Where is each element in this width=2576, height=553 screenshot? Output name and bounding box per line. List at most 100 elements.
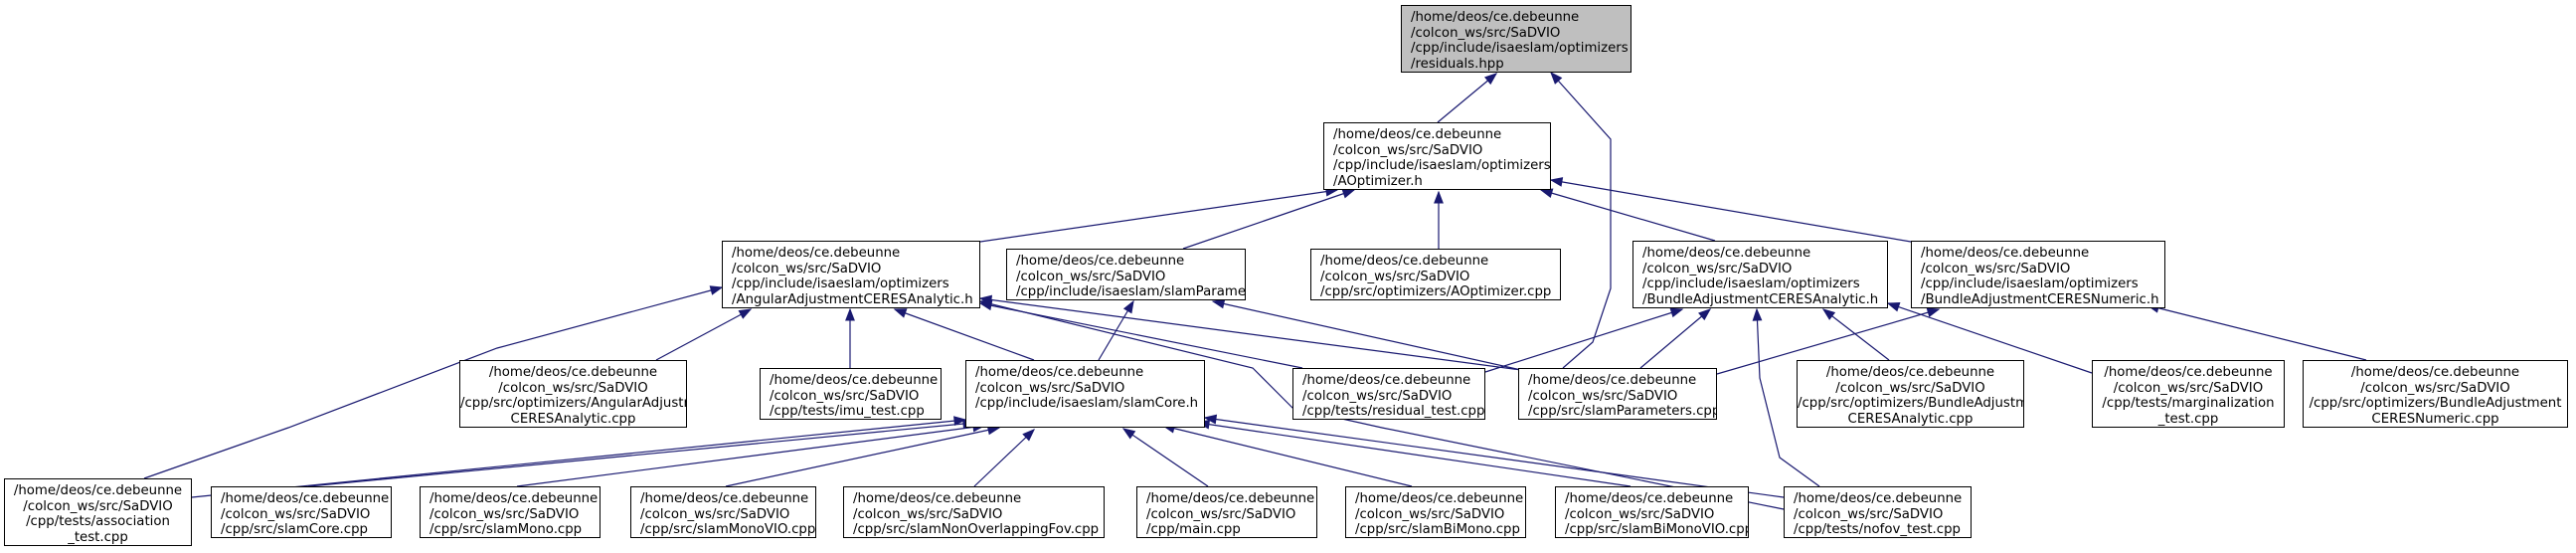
edge-ba_numeric_h-to-aoptimizer_h <box>1549 177 1912 243</box>
node-imu_test[interactable]: /home/deos/ce.debeunne/colcon_ws/src/SaD… <box>760 368 942 420</box>
node-label-line: /colcon_ws/src/SaDVIO <box>1528 388 1678 404</box>
node-label-line: /colcon_ws/src/SaDVIO <box>2360 380 2510 396</box>
node-label-line: /AOptimizer.h <box>1333 173 1423 189</box>
node-label-line: CERESNumeric.cpp <box>2371 411 2499 427</box>
arrowhead-icon <box>1752 307 1763 321</box>
node-label-line: /cpp/tests/imu_test.cpp <box>770 404 925 419</box>
arrowhead-icon <box>1698 308 1712 321</box>
edge-nofov_test-to-ba_analytic_h <box>1752 307 1820 487</box>
node-label-line: _test.cpp <box>2157 411 2219 427</box>
node-slamcore_cpp[interactable]: /home/deos/ce.debeunne/colcon_ws/src/SaD… <box>211 486 392 538</box>
edge-slamparams_cpp-to-ba_numeric_h <box>1716 307 1941 375</box>
node-label-line: /home/deos/ce.debeunne <box>1794 491 1963 506</box>
arrowhead-icon <box>1549 177 1564 187</box>
arrowhead-icon <box>1926 307 1941 317</box>
node-label-line: /colcon_ws/src/SaDVIO <box>1642 261 1793 276</box>
node-label-line: /cpp/src/optimizers/AngularAdjustment <box>460 396 686 411</box>
edge-aoptimizer_h-to-residuals <box>1437 73 1498 123</box>
edge-ba_analytic_cpp-to-ba_analytic_h <box>1821 308 1890 361</box>
edge-slamcore_h-to-slamparams_h <box>1098 299 1134 361</box>
node-label-line: /colcon_ws/src/SaDVIO <box>1411 25 1561 41</box>
node-residuals: /home/deos/ce.debeunne/colcon_ws/src/SaD… <box>1401 5 1631 73</box>
node-nofov_test[interactable]: /home/deos/ce.debeunne/colcon_ws/src/SaD… <box>1784 486 1972 538</box>
node-label-line: /home/deos/ce.debeunne <box>1355 491 1524 506</box>
node-label-line: /cpp/include/isaeslam/optimizers <box>732 276 949 291</box>
node-label-line: /colcon_ws/src/SaDVIO <box>1333 142 1483 158</box>
node-label-line: /home/deos/ce.debeunne <box>1825 365 1995 380</box>
node-ba_analytic_h[interactable]: /home/deos/ce.debeunne/colcon_ws/src/SaD… <box>1632 241 1888 308</box>
node-slambimono[interactable]: /home/deos/ce.debeunne/colcon_ws/src/SaD… <box>1345 486 1526 538</box>
node-main[interactable]: /home/deos/ce.debeunne/colcon_ws/src/SaD… <box>1136 486 1317 538</box>
node-label-line: /cpp/tests/residual_test.cpp <box>1302 404 1485 419</box>
edge-ba_analytic_h-to-residuals <box>1550 71 1612 369</box>
node-label-line: /colcon_ws/src/SaDVIO <box>1146 506 1296 522</box>
node-residual_test[interactable]: /home/deos/ce.debeunne/colcon_ws/src/SaD… <box>1292 368 1485 420</box>
node-label-line: /home/deos/ce.debeunne <box>1320 254 1489 269</box>
arrowhead-icon <box>1022 429 1036 442</box>
edge-imu_test-to-angular_h <box>845 307 855 368</box>
node-label-line: /cpp/tests/marginalization <box>2102 396 2275 411</box>
node-label-line: /cpp/src/slamParameters.cpp <box>1528 404 1717 419</box>
edge-aoptimizer_cpp-to-aoptimizer_h <box>1434 190 1444 249</box>
edge-slamnonoverlap-to-slamcore_h <box>973 429 1036 487</box>
node-label-line: /home/deos/ce.debeunne <box>1146 491 1315 506</box>
node-aoptimizer_h[interactable]: /home/deos/ce.debeunne/colcon_ws/src/SaD… <box>1323 122 1551 190</box>
node-label-line: /colcon_ws/src/SaDVIO <box>853 506 1003 522</box>
arrowhead-icon <box>1434 190 1444 204</box>
node-slammonovio[interactable]: /home/deos/ce.debeunne/colcon_ws/src/SaD… <box>630 486 816 538</box>
arrowhead-icon <box>709 285 724 295</box>
node-label-line: /home/deos/ce.debeunne <box>1411 10 1580 25</box>
node-label-line: /cpp/src/slamNonOverlappingFov.cpp <box>853 522 1100 537</box>
edge-slamparams_cpp-to-slamparams_h <box>1211 298 1522 371</box>
node-label-line: /colcon_ws/src/SaDVIO <box>1921 261 2071 276</box>
node-label-line: /cpp/src/slamMono.cpp <box>429 522 583 537</box>
node-angular_cpp[interactable]: /home/deos/ce.debeunne/colcon_ws/src/SaD… <box>459 360 687 428</box>
node-angular_h[interactable]: /home/deos/ce.debeunne/colcon_ws/src/SaD… <box>722 241 980 308</box>
node-label-line: /cpp/include/isaeslam/slamParameters.h <box>1016 284 1246 299</box>
node-ba_numeric_h[interactable]: /home/deos/ce.debeunne/colcon_ws/src/SaD… <box>1911 241 2165 308</box>
node-slamnonoverlap[interactable]: /home/deos/ce.debeunne/colcon_ws/src/SaD… <box>843 486 1105 538</box>
edge-angular_cpp-to-angular_h <box>655 308 753 361</box>
node-label-line: /colcon_ws/src/SaDVIO <box>1794 506 1944 522</box>
node-label-line: /colcon_ws/src/SaDVIO <box>221 506 371 522</box>
node-label-line: /colcon_ws/src/SaDVIO <box>640 506 790 522</box>
arrowhead-icon <box>1669 307 1684 318</box>
node-label-line: /home/deos/ce.debeunne <box>488 365 658 380</box>
node-label-line: /colcon_ws/src/SaDVIO <box>770 388 920 404</box>
node-label-line: /cpp/tests/nofov_test.cpp <box>1794 522 1961 537</box>
node-label-line: /cpp/src/slamBiMono.cpp <box>1355 522 1520 537</box>
arrowhead-icon <box>1203 414 1218 425</box>
arrowhead-icon <box>738 308 753 319</box>
node-aoptimizer_cpp[interactable]: /home/deos/ce.debeunne/colcon_ws/src/SaD… <box>1310 249 1561 300</box>
node-label-line: /colcon_ws/src/SaDVIO <box>1320 269 1470 284</box>
arrowhead-icon <box>893 308 908 318</box>
node-association[interactable]: /home/deos/ce.debeunne/colcon_ws/src/SaD… <box>4 478 192 546</box>
arrowhead-icon <box>978 298 993 309</box>
edge-slamcore_h-to-angular_h <box>893 308 1035 361</box>
node-label-line: /cpp/include/isaeslam/slamCore.h <box>975 396 1199 411</box>
node-label-line: /home/deos/ce.debeunne <box>853 491 1022 506</box>
edge-residual_test-to-ba_analytic_h <box>1484 307 1684 373</box>
node-label-line: /colcon_ws/src/SaDVIO <box>1016 269 1166 284</box>
node-ba_numeric_cpp[interactable]: /home/deos/ce.debeunne/colcon_ws/src/SaD… <box>2303 360 2568 428</box>
edge-association-to-slamcore_h <box>191 416 967 498</box>
node-marginalization[interactable]: /home/deos/ce.debeunne/colcon_ws/src/SaD… <box>2092 360 2285 428</box>
node-label-line: /cpp/include/isaeslam/optimizers <box>1411 41 1629 56</box>
node-ba_analytic_cpp[interactable]: /home/deos/ce.debeunne/colcon_ws/src/SaD… <box>1797 360 2024 428</box>
node-label-line: /colcon_ws/src/SaDVIO <box>429 506 580 522</box>
node-label-line: /home/deos/ce.debeunne <box>2104 365 2273 380</box>
node-label-line: /colcon_ws/src/SaDVIO <box>498 380 648 396</box>
arrowhead-icon <box>845 307 855 321</box>
node-slamparams_h[interactable]: /home/deos/ce.debeunne/colcon_ws/src/SaD… <box>1006 249 1246 300</box>
node-label-line: /colcon_ws/src/SaDVIO <box>732 261 882 276</box>
node-slamparams_cpp[interactable]: /home/deos/ce.debeunne/colcon_ws/src/SaD… <box>1518 368 1717 420</box>
node-label-line: /home/deos/ce.debeunne <box>770 373 939 388</box>
node-label-line: /home/deos/ce.debeunne <box>640 491 809 506</box>
node-slambimonovio[interactable]: /home/deos/ce.debeunne/colcon_ws/src/SaD… <box>1555 486 1749 538</box>
node-label-line: /cpp/tests/association <box>26 514 170 529</box>
node-slamcore_h[interactable]: /home/deos/ce.debeunne/colcon_ws/src/SaD… <box>965 360 1205 428</box>
node-label-line: /cpp/src/slamCore.cpp <box>221 522 368 537</box>
node-slammono[interactable]: /home/deos/ce.debeunne/colcon_ws/src/SaD… <box>420 486 601 538</box>
